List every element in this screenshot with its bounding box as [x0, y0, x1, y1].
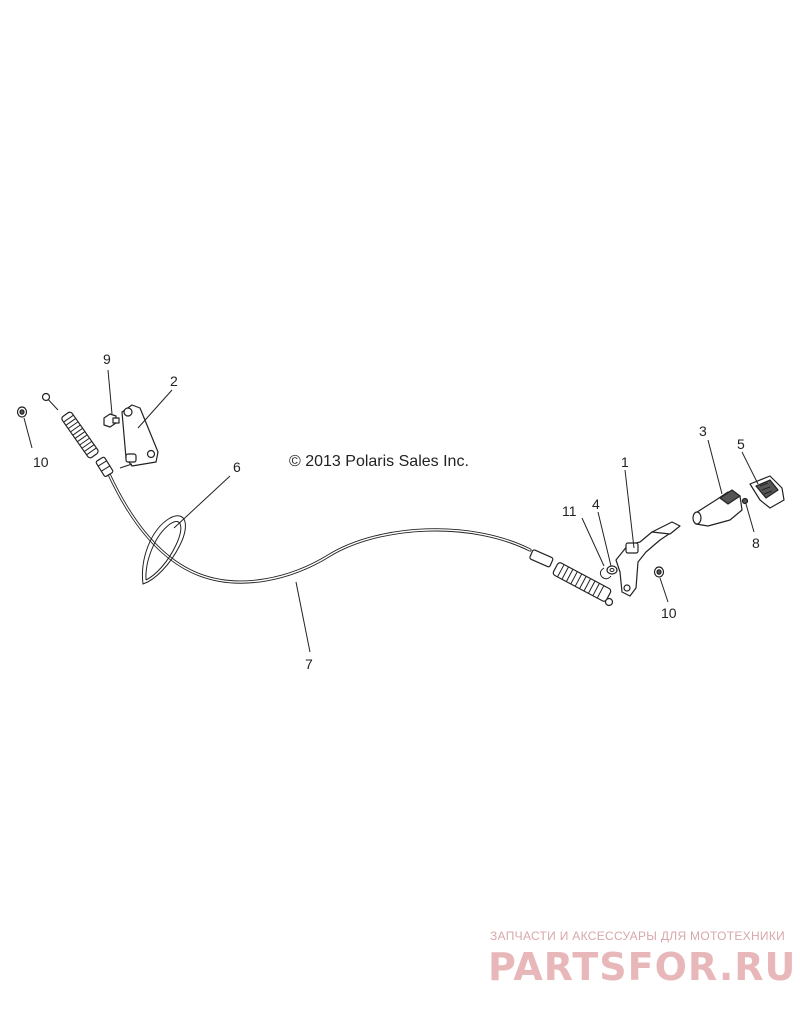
leader-lines — [23, 369, 759, 653]
cable-tie — [141, 515, 186, 585]
watermark-tagline: ЗАПЧАСТИ И АКСЕССУАРЫ ДЛЯ МОТОТЕХНИКИ — [490, 929, 785, 943]
shift-lever — [615, 521, 681, 597]
retaining-clip — [599, 567, 612, 580]
cable-end-left — [41, 392, 114, 477]
callout-10-right: 10 — [661, 605, 677, 621]
callout-9: 9 — [103, 351, 111, 367]
callout-11: 11 — [562, 503, 577, 519]
callout-2: 2 — [170, 373, 178, 389]
nut-left — [16, 406, 28, 418]
shift-cable — [106, 470, 532, 584]
cable-end-right — [529, 549, 614, 607]
callout-7: 7 — [305, 656, 313, 672]
callout-6: 6 — [233, 459, 241, 475]
callouts: 9 2 10 6 7 3 5 1 11 4 8 10 — [33, 351, 760, 672]
screw — [741, 497, 749, 505]
callout-4: 4 — [592, 496, 600, 512]
watermark: ЗАПЧАСТИ И АКСЕССУАРЫ ДЛЯ МОТОТЕХНИКИ PA… — [488, 929, 796, 989]
callout-3: 3 — [699, 423, 707, 439]
callout-5: 5 — [737, 436, 745, 452]
nut-right — [653, 566, 665, 578]
callout-1: 1 — [621, 454, 629, 470]
washer — [606, 565, 618, 575]
bolt — [103, 413, 120, 428]
shift-knob-cap — [749, 475, 785, 509]
callout-10-left: 10 — [33, 454, 49, 470]
watermark-brand: PARTSFOR.RU — [488, 945, 796, 989]
mounting-bracket — [119, 404, 159, 469]
callout-8: 8 — [752, 535, 760, 551]
copyright-text: © 2013 Polaris Sales Inc. — [289, 453, 469, 470]
shift-knob-base — [692, 489, 743, 527]
